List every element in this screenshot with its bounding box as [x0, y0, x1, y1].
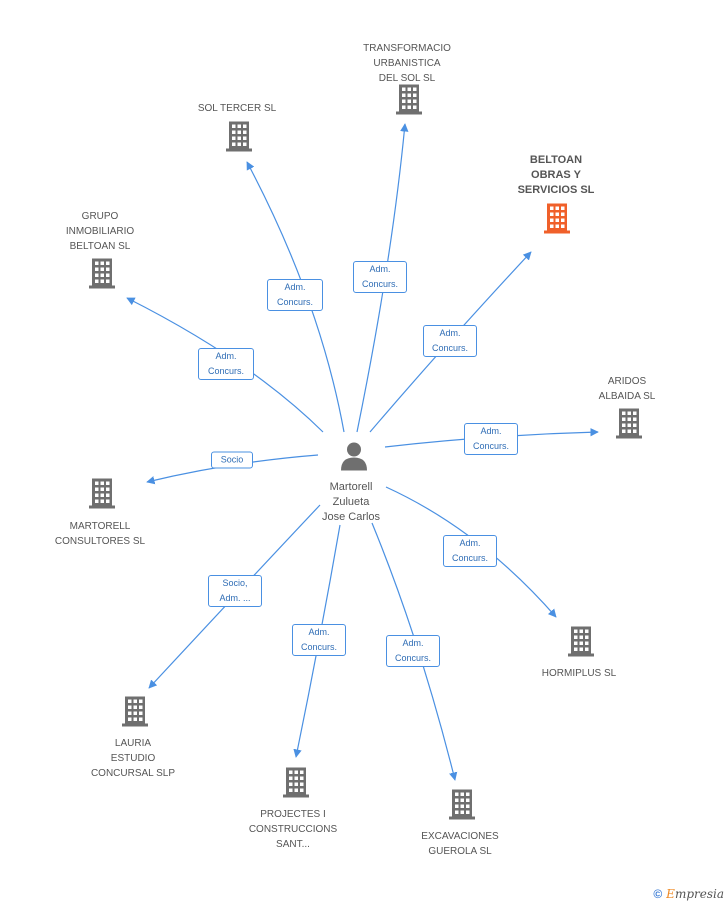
relation-badge-excavaciones[interactable]: Adm. Concurs.: [386, 635, 440, 667]
company-label-line: PROJECTES I: [260, 809, 326, 820]
relation-badge-text: Adm.: [308, 627, 330, 637]
company-label-aridos-albaida[interactable]: ARIDOS ALBAIDA SL: [599, 374, 656, 404]
building-icon[interactable]: [86, 257, 118, 294]
building-icon[interactable]: [446, 788, 478, 825]
person-label-line: Zulueta: [332, 496, 370, 508]
relation-badge-text: Adm. ...: [219, 593, 251, 603]
company-label-line: SERVICIOS SL: [517, 184, 595, 196]
relation-badge-text: Concurs.: [300, 642, 337, 652]
relation-badge-text: Adm.: [215, 351, 237, 361]
company-label-line: GUEROLA SL: [428, 846, 492, 857]
relation-badge-text: Concurs.: [361, 279, 398, 289]
person-label-line: Jose Carlos: [321, 511, 381, 523]
company-label-lauria-estudio[interactable]: LAURIA ESTUDIO CONCURSAL SLP: [91, 736, 175, 781]
company-label-line: BELTOAN: [529, 154, 583, 166]
building-icon[interactable]: [119, 695, 151, 732]
building-icon[interactable]: [393, 83, 425, 120]
building-icon[interactable]: [280, 766, 312, 803]
building-icon[interactable]: [541, 202, 573, 239]
company-label-line: URBANISTICA: [373, 58, 441, 69]
person-icon[interactable]: [339, 441, 369, 476]
company-label-line: OBRAS Y: [531, 169, 581, 181]
building-icon[interactable]: [613, 407, 645, 444]
relation-badge-aridos-albaida[interactable]: Adm. Concurs.: [464, 423, 518, 455]
relation-badge-text: Adm.: [284, 282, 306, 292]
relation-badge-text: Adm.: [480, 426, 502, 436]
company-label-hormiplus[interactable]: HORMIPLUS SL: [542, 666, 616, 681]
company-label-line: EXCAVACIONES: [421, 831, 499, 842]
relation-badge-lauria-estudio[interactable]: Socio, Adm. ...: [208, 575, 262, 607]
relation-badge-text: Concurs.: [207, 366, 244, 376]
company-label-beltoan-obras[interactable]: BELTOAN OBRAS Y SERVICIOS SL: [518, 153, 595, 198]
company-label-projectes[interactable]: PROJECTES I CONSTRUCCIONS SANT...: [249, 807, 337, 852]
company-label-line: ARIDOS: [607, 376, 647, 387]
company-label-line: BELTOAN SL: [69, 241, 131, 252]
relation-badge-hormiplus[interactable]: Adm. Concurs.: [443, 535, 497, 567]
relation-badge-text: Concurs.: [394, 653, 431, 663]
building-icon[interactable]: [86, 477, 118, 514]
relation-badge-text: Concurs.: [431, 343, 468, 353]
relation-badge-text: Adm.: [402, 638, 424, 648]
company-label-line: CONCURSAL SLP: [90, 768, 176, 779]
building-icon[interactable]: [223, 120, 255, 157]
company-label-line: DEL SOL SL: [378, 73, 436, 84]
relation-badge-text: Concurs.: [276, 297, 313, 307]
company-label-grupo-inmobiliario[interactable]: GRUPO INMOBILIARIO BELTOAN SL: [66, 209, 134, 254]
relation-badge-beltoan-obras[interactable]: Adm. Concurs.: [423, 325, 477, 357]
relation-badge-text: Concurs.: [472, 441, 509, 451]
company-label-line: TRANSFORMACIO: [363, 43, 451, 54]
relation-badge-text: Adm.: [369, 264, 391, 274]
relation-badge-grupo-inmobiliario[interactable]: Adm. Concurs.: [198, 348, 254, 380]
company-label-line: CONSTRUCCIONS: [248, 824, 338, 835]
company-label-transformacio[interactable]: TRANSFORMACIO URBANISTICA DEL SOL SL: [363, 41, 451, 86]
relation-badge-transformacio[interactable]: Adm. Concurs.: [353, 261, 407, 293]
relation-badge-projectes[interactable]: Adm. Concurs.: [292, 624, 346, 656]
company-label-line: HORMIPLUS SL: [541, 668, 617, 679]
company-label-line: INMOBILIARIO: [65, 226, 135, 237]
company-label-martorell-consultores[interactable]: MARTORELL CONSULTORES SL: [55, 519, 145, 549]
relation-badge-sol-tercer[interactable]: Adm. Concurs.: [267, 279, 323, 311]
person-label-line: Martorell: [329, 481, 373, 493]
company-label-sol-tercer[interactable]: SOL TERCER SL: [198, 101, 276, 116]
relation-badge-text: Adm.: [439, 328, 461, 338]
empresia-logo: ©Empresia: [653, 887, 724, 901]
company-label-line: SANT...: [276, 839, 310, 850]
company-label-line: SOL TERCER SL: [197, 103, 277, 114]
relation-badge-text: Socio: [220, 454, 244, 465]
company-label-line: CONSULTORES SL: [54, 536, 146, 547]
company-label-excavaciones[interactable]: EXCAVACIONES GUEROLA SL: [421, 829, 498, 859]
company-label-line: ALBAIDA SL: [598, 391, 656, 402]
company-label-line: ESTUDIO: [110, 753, 156, 764]
company-label-line: MARTORELL: [69, 521, 131, 532]
relation-badge-martorell-consultores[interactable]: Socio: [211, 451, 253, 469]
building-icon[interactable]: [565, 625, 597, 662]
copyright-icon: ©: [653, 887, 663, 901]
relation-badge-text: Socio,: [222, 578, 248, 588]
company-label-line: LAURIA: [114, 738, 152, 749]
relation-badge-text: Adm.: [459, 538, 481, 548]
relation-badge-text: Concurs.: [451, 553, 488, 563]
company-label-line: GRUPO: [81, 211, 119, 222]
